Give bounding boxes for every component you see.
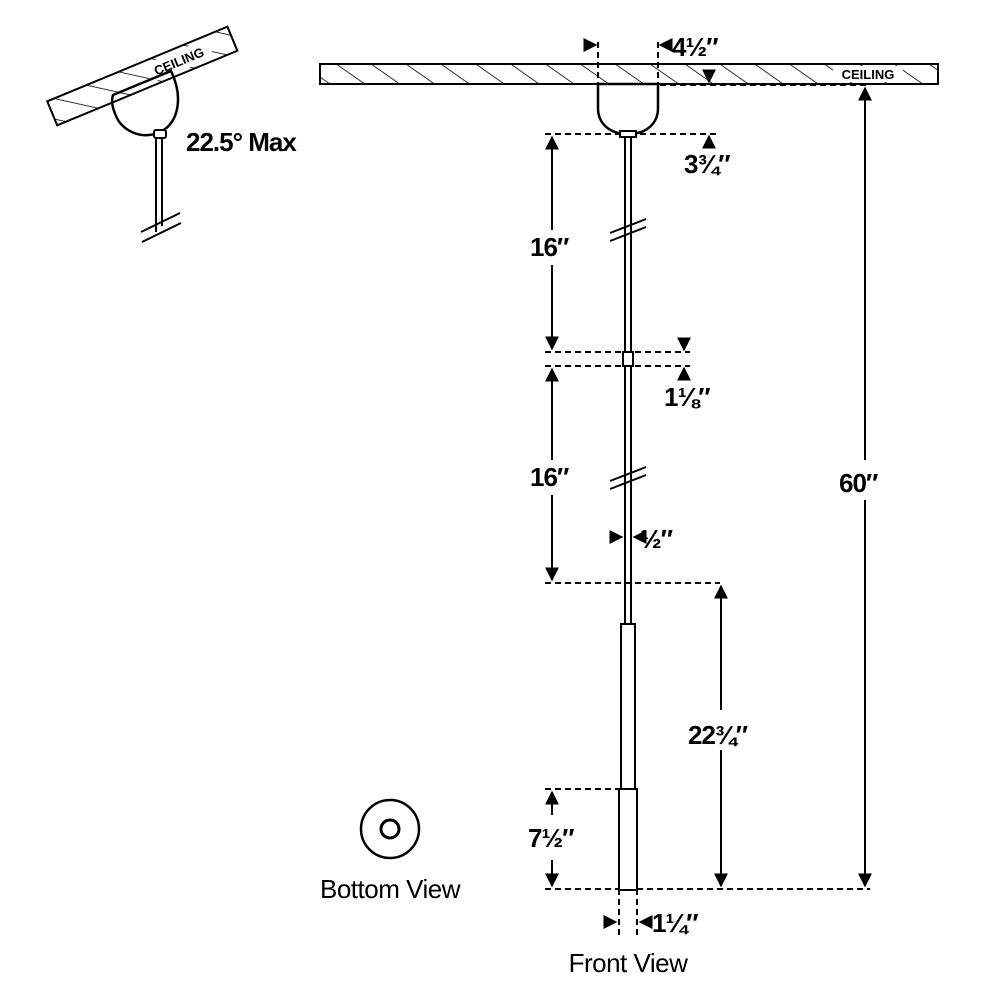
dim-overall-height-label: 60″ xyxy=(839,468,878,498)
tilted-break-mark-2 xyxy=(141,222,182,243)
canopy-coupling xyxy=(619,130,637,138)
dim-canopy-width: 4½″ xyxy=(583,32,719,84)
tilted-ceiling: CEILING xyxy=(45,25,239,127)
stem-break-lower xyxy=(609,466,647,490)
dim-canopy-width-label: 4½″ xyxy=(672,32,718,62)
dim-shade-length: 7½″ xyxy=(528,788,619,890)
dim-canopy-height: 3¾″ xyxy=(640,69,731,179)
dim-overall-height: 60″ xyxy=(660,84,879,888)
dim-stem-upper-label: 16″ xyxy=(530,232,569,262)
stem-coupler xyxy=(622,351,634,367)
fixture-body xyxy=(620,623,636,790)
dim-stem-upper: 16″ xyxy=(530,133,690,353)
stem-lower xyxy=(624,366,632,624)
tilted-canopy xyxy=(110,69,180,137)
dim-coupler-label: 1⅛″ xyxy=(664,382,710,412)
dim-body-length-label: 22¾″ xyxy=(688,720,748,750)
dim-shade-diameter: 1¼″ xyxy=(603,889,699,938)
bottom-view-title: Bottom View xyxy=(320,874,461,904)
dim-coupler: 1⅛″ xyxy=(545,337,711,412)
dim-stem-lower-label: 16″ xyxy=(530,462,569,492)
dim-stem-diameter: ½″ xyxy=(609,524,674,554)
dim-body-length: 22¾″ xyxy=(637,584,870,890)
dim-shade-diameter-label: 1¼″ xyxy=(652,908,698,938)
dim-stem-diameter-label: ½″ xyxy=(640,524,673,554)
dim-canopy-height-label: 3¾″ xyxy=(684,149,730,179)
front-view: CEILING xyxy=(319,32,939,978)
tilted-stem-coupling xyxy=(153,129,167,139)
bottom-view-inner-circle xyxy=(379,818,401,840)
front-view-title: Front View xyxy=(569,948,689,978)
ceiling-label: CEILING xyxy=(842,67,895,82)
tilted-break-mark-1 xyxy=(140,212,181,233)
ceiling: CEILING xyxy=(319,63,939,85)
stem-upper xyxy=(624,137,632,352)
stem-break-upper xyxy=(609,218,647,242)
tilted-view: CEILING 22.5° Max xyxy=(45,25,298,243)
dim-shade-length-label: 7½″ xyxy=(528,823,574,853)
tilted-angle-label: 22.5° Max xyxy=(186,127,297,157)
dim-stem-lower: 16″ xyxy=(530,367,720,584)
fixture-shade xyxy=(618,788,638,891)
canopy xyxy=(596,82,660,136)
bottom-view: Bottom View xyxy=(320,798,461,904)
